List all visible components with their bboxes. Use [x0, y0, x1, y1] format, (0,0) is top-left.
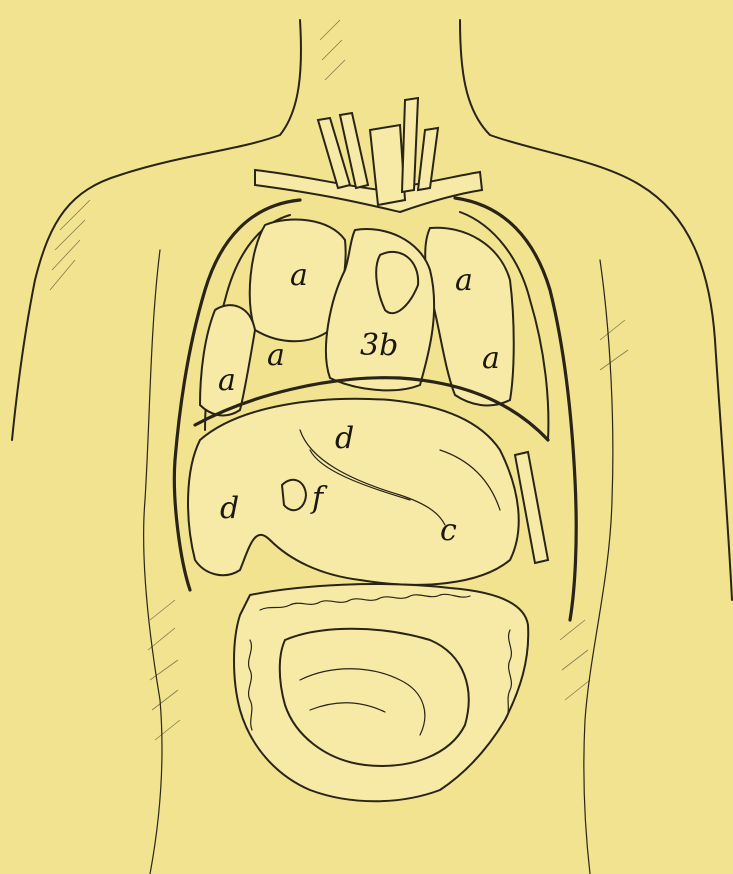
label-lung-lower-right: a	[218, 363, 236, 398]
label-lung-upper-right: a	[290, 258, 308, 293]
label-lung-upper-left: a	[455, 263, 473, 298]
abdominal-organs	[188, 399, 548, 585]
label-heart: 3b	[360, 328, 398, 363]
lung-left	[425, 228, 514, 406]
great-vessels	[255, 98, 482, 212]
intestines	[234, 584, 528, 801]
gallbladder	[282, 480, 306, 510]
spleen	[515, 452, 548, 563]
label-stomach: c	[440, 513, 457, 548]
label-liver-upper: d	[335, 421, 354, 456]
label-lung-lower-left: a	[482, 341, 500, 376]
label-lung-mid-right: a	[267, 338, 285, 373]
label-liver-lower: d	[220, 491, 239, 526]
lung-right-lower-lobe	[200, 305, 255, 415]
